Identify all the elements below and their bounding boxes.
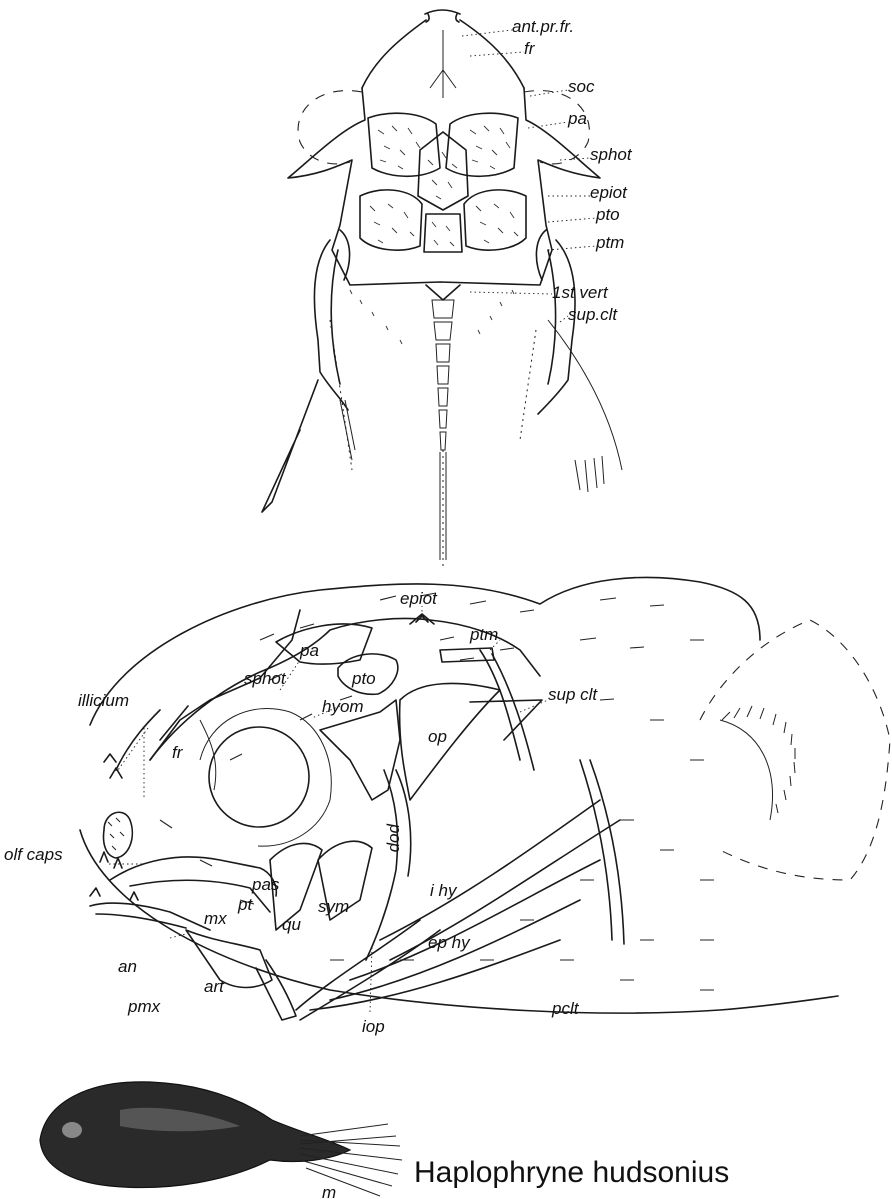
label-art: art bbox=[204, 977, 225, 996]
hyoid-arch bbox=[296, 920, 440, 1020]
label-qu: qu bbox=[282, 915, 301, 934]
pectoral-girdle bbox=[580, 760, 624, 944]
label-i-hy: i hy bbox=[430, 881, 458, 900]
label-iop: iop bbox=[362, 1017, 385, 1036]
olfactory-capsule bbox=[104, 812, 133, 858]
label-pclt: pclt bbox=[551, 999, 580, 1018]
label-ptm-dorsal: ptm bbox=[595, 233, 624, 252]
dorsal-labels: ant.pr.fr. fr soc pa sphot epiot pto ptm… bbox=[462, 17, 633, 324]
label-pa-lateral: pa bbox=[299, 641, 319, 660]
figure-title: Haplophryne hudsonius bbox=[414, 1156, 729, 1189]
label-soc: soc bbox=[568, 77, 595, 96]
label-ant-pr-fr: ant.pr.fr. bbox=[512, 17, 574, 36]
label-fr-lateral: fr bbox=[172, 743, 184, 762]
body-dash-marks bbox=[160, 593, 714, 990]
label-pto-lateral: pto bbox=[351, 669, 376, 688]
label-epiot-lateral: epiot bbox=[400, 589, 438, 608]
label-op: op bbox=[428, 727, 447, 746]
branchiostegal-rays bbox=[310, 800, 620, 1010]
specimen-mark: m bbox=[322, 1183, 336, 1199]
dorsal-snout bbox=[425, 10, 460, 22]
label-sup-clt-lateral: sup clt bbox=[548, 685, 598, 704]
label-sym: sym bbox=[318, 897, 349, 916]
label-fr-dorsal: fr bbox=[524, 39, 536, 58]
label-pt: pt bbox=[237, 895, 253, 914]
label-sup-clt-dorsal: sup.clt bbox=[568, 305, 618, 324]
dorsal-vertebral-column bbox=[426, 285, 460, 570]
dorsal-shoulder-girdle bbox=[262, 240, 622, 512]
label-hyom: hyom bbox=[322, 697, 364, 716]
dorsal-midline bbox=[430, 30, 456, 98]
label-1st-vert: 1st vert bbox=[552, 283, 609, 302]
label-sphot-dorsal: sphot bbox=[590, 145, 633, 164]
label-an: an bbox=[118, 957, 137, 976]
dorsal-skull-view: ant.pr.fr. fr soc pa sphot epiot pto ptm… bbox=[262, 10, 633, 570]
label-pop: pop bbox=[386, 823, 405, 852]
label-ptm-lateral: ptm bbox=[469, 625, 498, 644]
label-pa-dorsal: pa bbox=[567, 109, 587, 128]
label-olf-caps: olf caps bbox=[4, 845, 63, 864]
specimen-illustration: m bbox=[40, 1082, 402, 1199]
label-sphot-lateral: sphot bbox=[244, 669, 287, 688]
orbit-ring bbox=[200, 709, 331, 847]
label-epiot-dorsal: epiot bbox=[590, 183, 628, 202]
dorsal-bone-plates bbox=[340, 113, 546, 280]
lower-jaw-hinge bbox=[256, 960, 296, 1020]
dorsal-skull-outline bbox=[288, 88, 600, 285]
label-illicium: illicium bbox=[78, 691, 129, 710]
lateral-labels: epiot ptm sup clt illicium sphot pa pto … bbox=[4, 589, 598, 1036]
dorsal-stipple bbox=[350, 126, 518, 344]
label-pto-dorsal: pto bbox=[595, 205, 620, 224]
label-pmx: pmx bbox=[127, 997, 161, 1016]
illicium bbox=[104, 710, 160, 778]
label-ep-hy: ep hy bbox=[428, 933, 471, 952]
orbit bbox=[209, 727, 309, 827]
specimen-body bbox=[40, 1082, 350, 1188]
caudal-fin-rays bbox=[720, 706, 795, 820]
teeth bbox=[90, 852, 138, 900]
label-mx: mx bbox=[204, 909, 227, 928]
lateral-skull-view: epiot ptm sup clt illicium sphot pa pto … bbox=[4, 577, 890, 1036]
specimen-eye bbox=[62, 1122, 82, 1138]
label-pas: pas bbox=[251, 875, 280, 894]
